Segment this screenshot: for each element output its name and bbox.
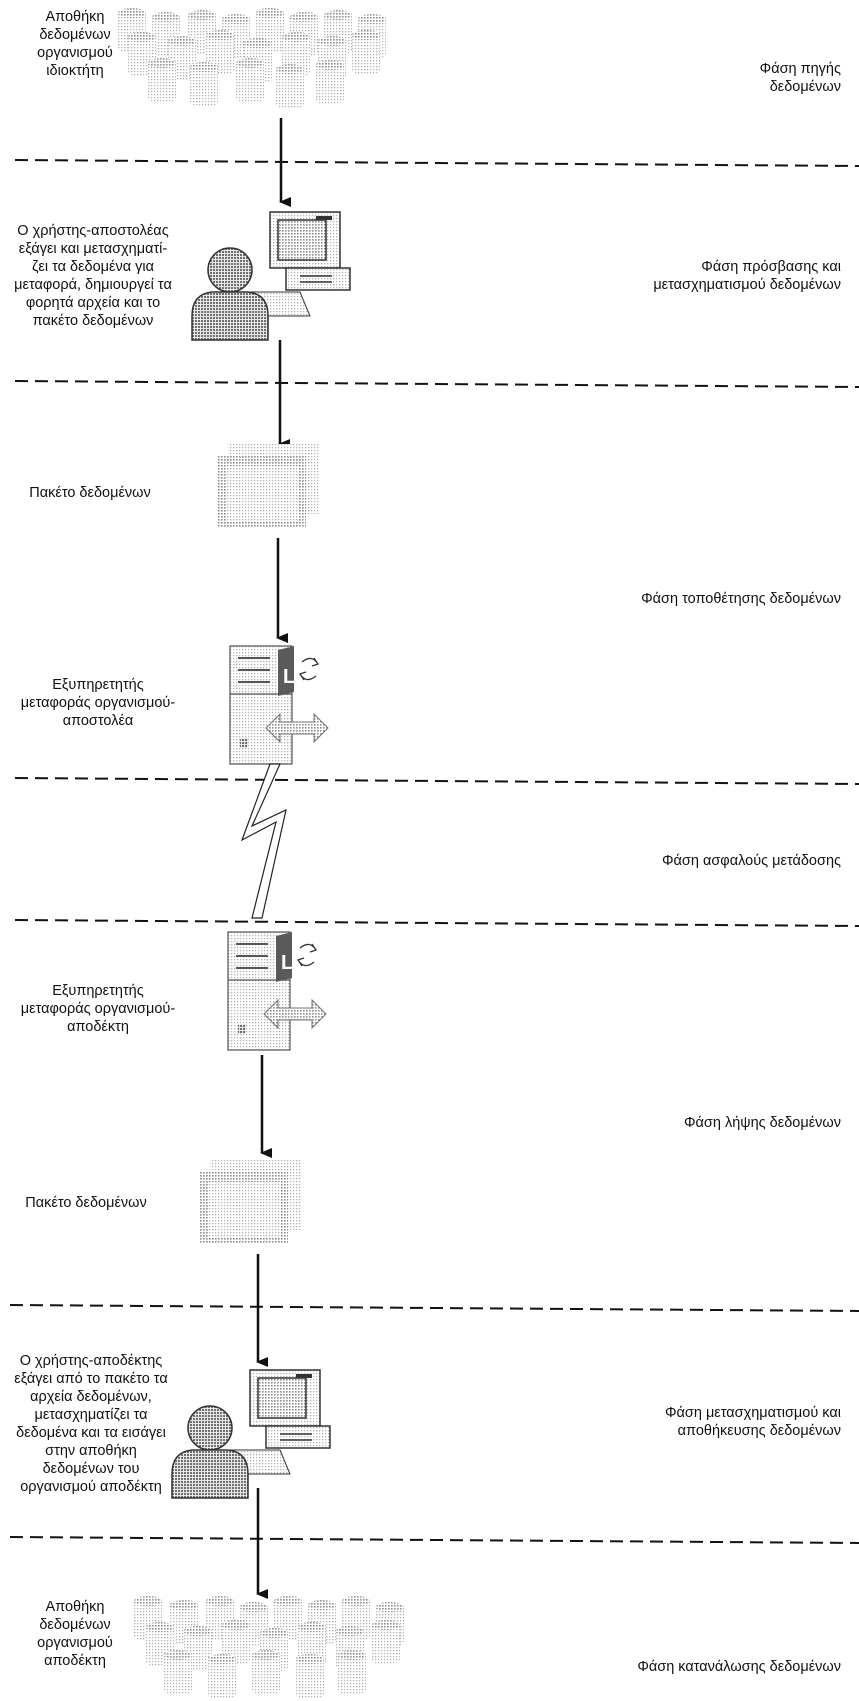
database-cluster-icon [118,8,386,109]
phase-separator [14,159,859,167]
phase-separator [9,1536,859,1544]
transfer-server-icon [229,645,329,765]
phase-transmission-label: Φάση ασφαλούς μετάδοσης [661,853,841,869]
phase-reception-label: Φάση λήψης δεδομένων [683,1115,841,1131]
phase-placement-label: Φάση τοποθέτησης δεδομένων [641,591,841,607]
package-icon [218,444,320,528]
package-icon [200,1160,302,1244]
user-computer-icon [171,1369,331,1499]
phase-separator [14,380,859,388]
lightning-link-icon [240,763,287,919]
data-package-label: Πακέτο δεδομένων [25,1195,147,1211]
phase-separator [14,777,859,785]
phase-consumption-label: Φάση κατανάλωσης δεδομένων [637,1659,841,1675]
phase-separator [14,919,859,927]
user-computer-icon [191,211,351,341]
phase-separator [9,1304,859,1312]
database-cluster-icon [134,1596,404,1699]
data-package-label: Πακέτο δεδομένων [29,485,151,501]
transfer-server-icon [227,931,327,1051]
